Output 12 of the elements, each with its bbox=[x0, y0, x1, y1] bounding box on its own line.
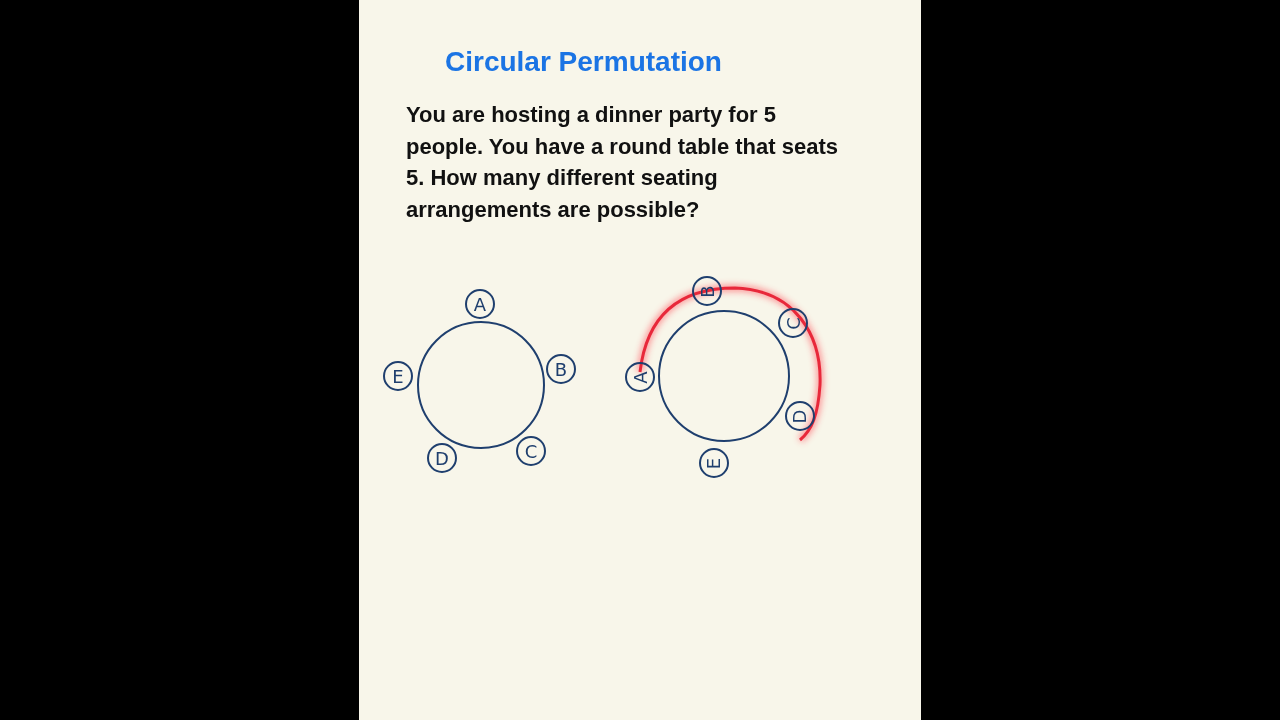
title: Circular Permutation bbox=[445, 46, 722, 78]
seat-circle: C bbox=[778, 308, 808, 338]
seat-circle: A bbox=[625, 362, 655, 392]
seat-circle: B bbox=[692, 276, 722, 306]
question-text: You are hosting a dinner party for 5 people. You have a round table that seats 5. How many different seating arrangements are possible? bbox=[406, 101, 839, 224]
seat-circle: D bbox=[785, 401, 815, 431]
seat-circle: E bbox=[699, 448, 729, 478]
seat-circle: B bbox=[546, 354, 576, 384]
seat-circle: D bbox=[427, 443, 457, 473]
seat-circle: C bbox=[516, 436, 546, 466]
seat-circle: A bbox=[465, 289, 495, 319]
seat-circle: E bbox=[383, 361, 413, 391]
